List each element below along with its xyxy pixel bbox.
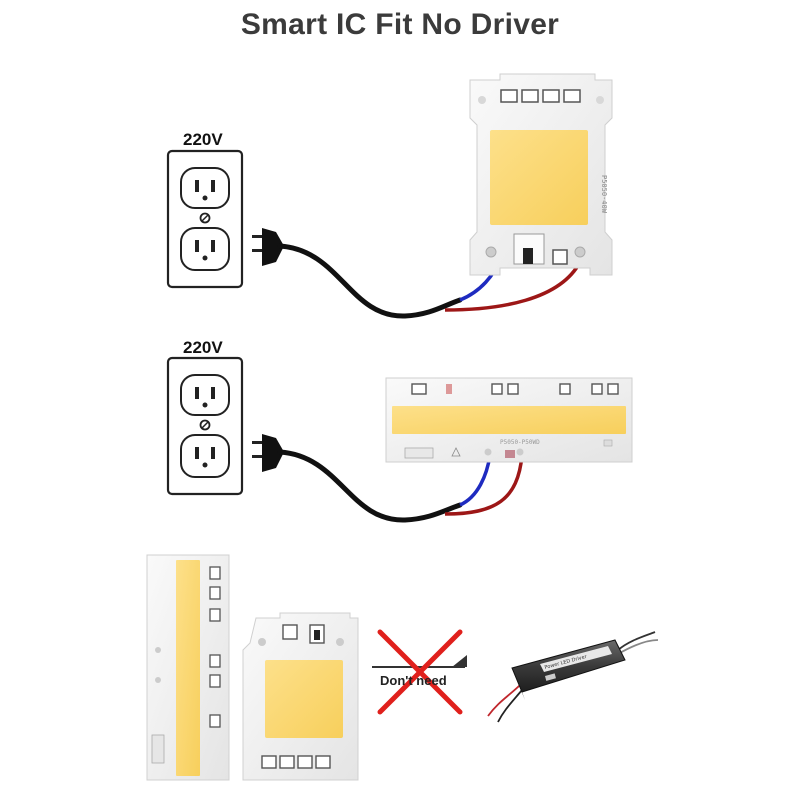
dont-need-label: Don't need	[380, 673, 447, 688]
cob-bar-chip-middle: P5050-P50WD	[385, 377, 633, 463]
plug-middle	[252, 434, 524, 523]
led-driver-box: Power LED Driver	[487, 631, 659, 723]
dont-need-cross: Don't need	[372, 629, 467, 715]
cob-bar-chip-vertical	[146, 554, 230, 781]
page-title: Smart IC Fit No Driver	[240, 8, 560, 41]
cob-square-chip-bottom	[242, 612, 359, 781]
plug-top	[252, 228, 582, 319]
chip-marking-top: P5050-40W	[600, 175, 608, 214]
chip-marking-bar: P5050-P50WD	[500, 439, 540, 446]
voltage-label-middle: 220V	[183, 338, 223, 357]
voltage-label-top: 220V	[183, 130, 223, 149]
wall-outlet-middle	[166, 356, 244, 496]
wall-outlet-top	[166, 149, 244, 289]
cob-square-chip-top: P5050-40W	[469, 73, 613, 276]
